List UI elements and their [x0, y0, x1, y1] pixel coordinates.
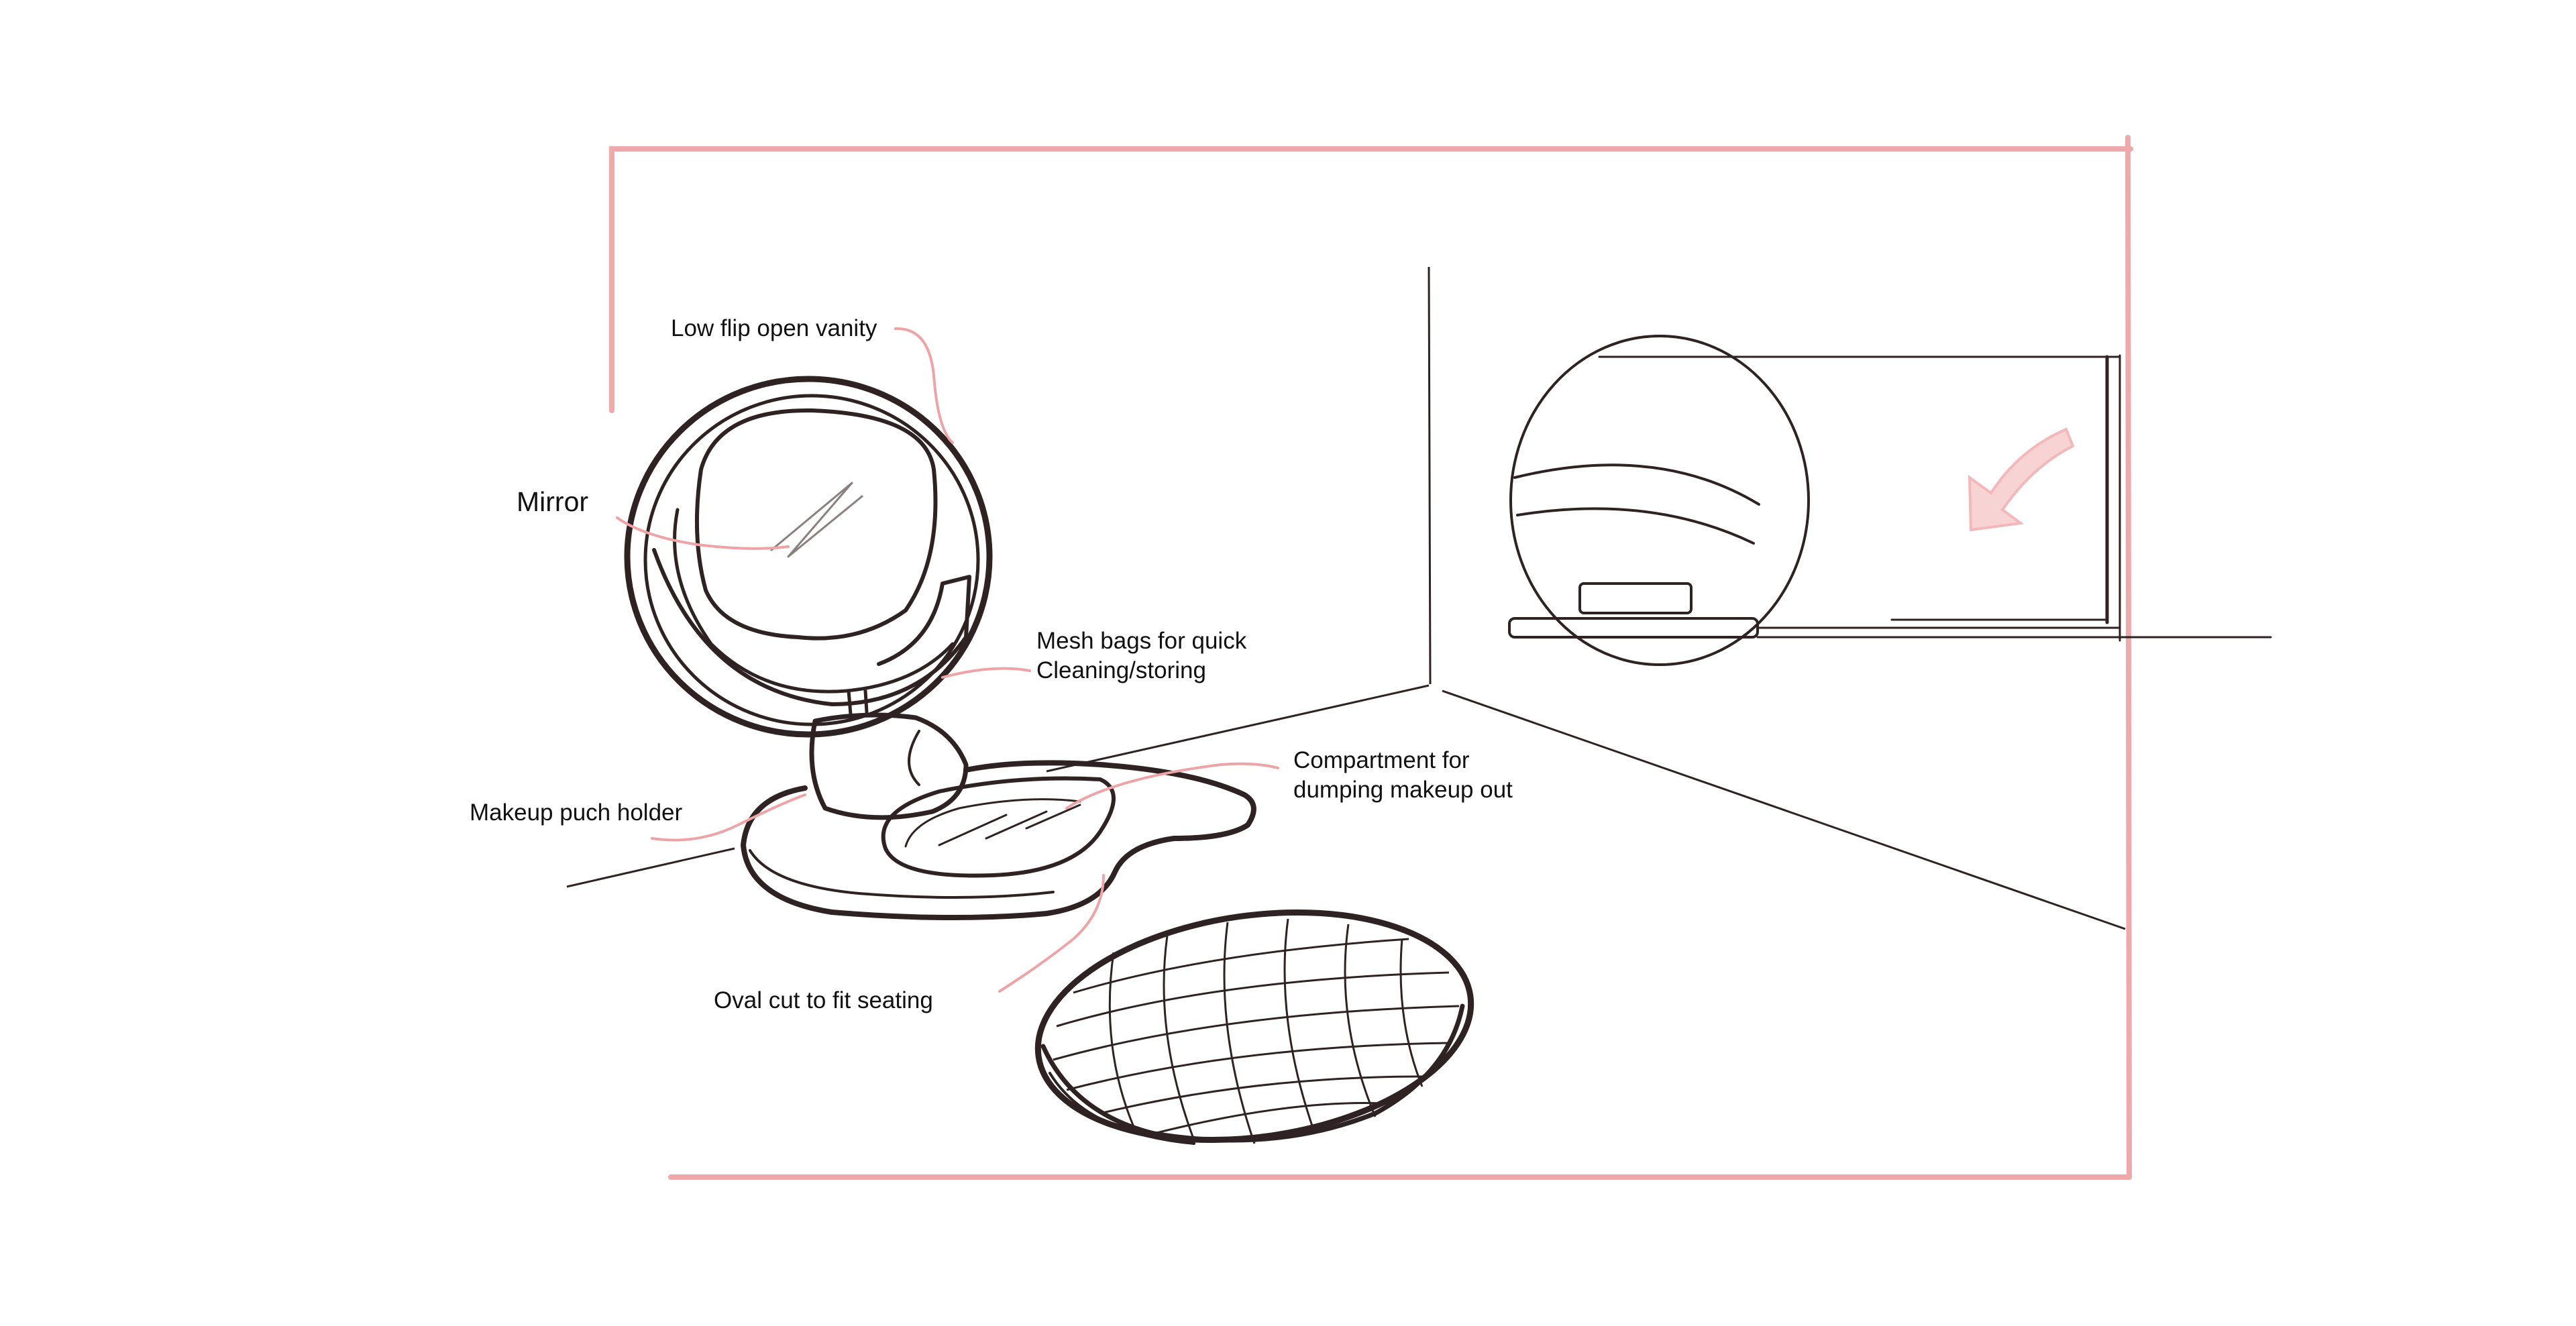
label-oval-cut: Oval cut to fit seating	[714, 987, 933, 1013]
leader-oval-cut	[998, 874, 1105, 993]
leader-makeup-pouch	[651, 793, 806, 842]
annotation-leaders	[616, 327, 1279, 993]
label-compartment: Compartment for dumping makeup out	[1293, 746, 1513, 805]
leader-mesh	[941, 667, 1031, 679]
label-compartment-line1: Compartment for	[1293, 747, 1470, 773]
rotation-arrow-icon	[1968, 427, 2075, 532]
room-corner-lines	[566, 266, 2126, 930]
label-mesh-bags-line2: Cleaning/storing	[1036, 657, 1206, 683]
cushion-quilting	[1053, 918, 1460, 1144]
leader-low-flip	[894, 327, 954, 444]
side-view-sketch	[1508, 335, 2272, 666]
leader-mirror	[616, 516, 790, 550]
vanity-sketch	[624, 376, 1474, 1145]
label-makeup-pouch-holder: Makeup puch holder	[470, 799, 683, 826]
label-mesh-bags: Mesh bags for quick Cleaning/storing	[1036, 626, 1246, 685]
leader-compartment	[1065, 762, 1279, 810]
label-compartment-line2: dumping makeup out	[1293, 777, 1513, 803]
label-mirror: Mirror	[517, 486, 589, 517]
label-mesh-bags-line1: Mesh bags for quick	[1036, 628, 1247, 654]
label-low-flip-open-vanity: Low flip open vanity	[671, 315, 877, 341]
pink-frame	[609, 135, 2133, 1180]
